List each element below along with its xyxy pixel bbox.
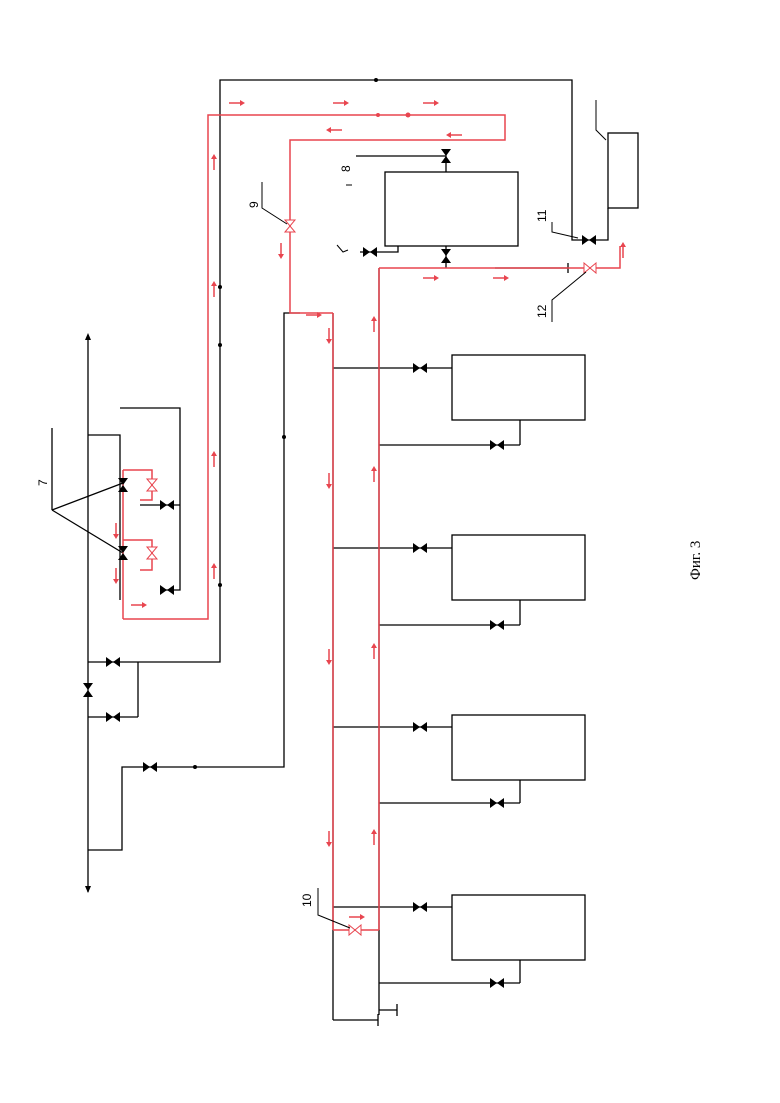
tank-2 (452, 535, 585, 600)
label-9: 9 (247, 201, 261, 208)
tank-top-right (608, 133, 638, 208)
figure-caption: Фиг. 3 (688, 541, 704, 580)
label-12: 12 (535, 304, 549, 318)
junction-dots (193, 78, 411, 769)
tank-3 (452, 715, 585, 780)
tank-1 (452, 355, 585, 420)
flow-arrows (113, 100, 626, 920)
tank-4 (452, 895, 585, 960)
label-11: 11 (535, 209, 549, 222)
label-8: 8 (339, 165, 353, 172)
label-10: 10 (300, 893, 314, 907)
label-7: 7 (36, 479, 50, 486)
red-piping (123, 115, 620, 930)
tank-8 (385, 172, 518, 246)
